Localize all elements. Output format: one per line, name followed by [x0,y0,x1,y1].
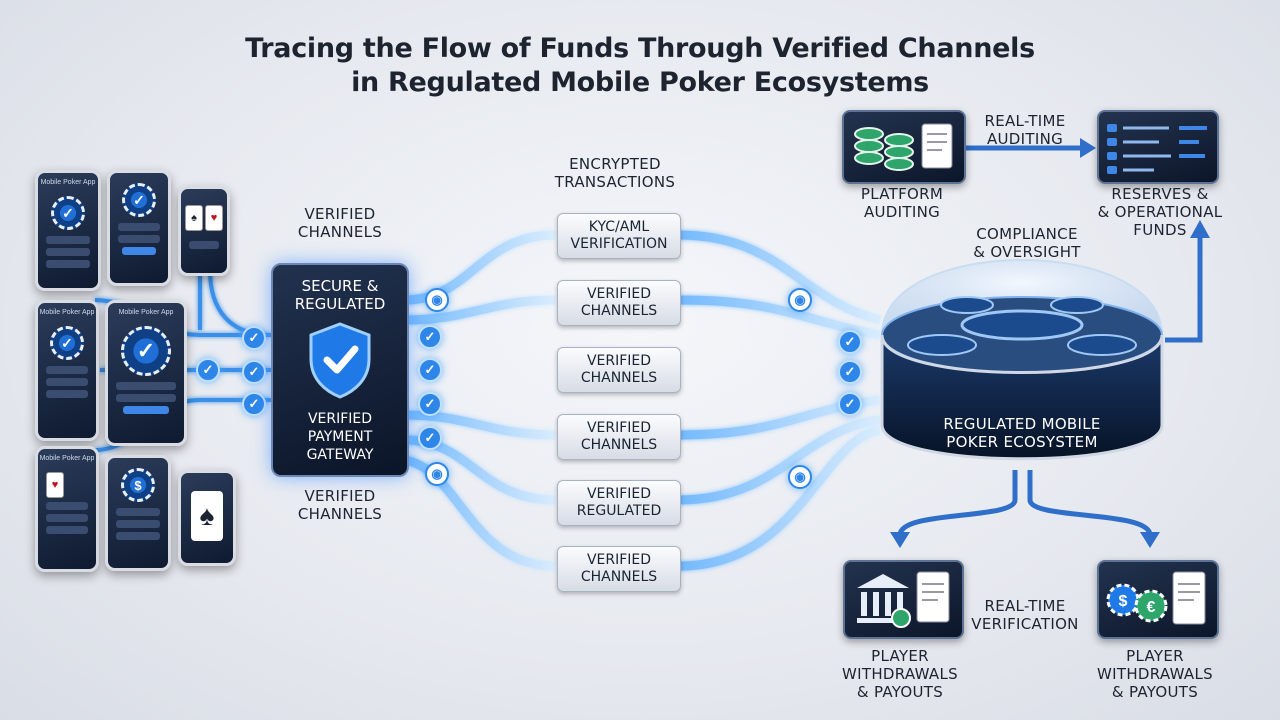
shield-check-icon [309,322,371,399]
phone-app-name: Mobile Poker App [118,309,174,316]
bank-payout-tile [843,560,964,639]
chips-payout-tile: $ € [1097,560,1219,639]
check-chip-icon: ✓ [122,183,156,217]
phone-5: Mobile Poker App ✓ [105,300,187,446]
check-chip-icon: ✓ [121,326,171,376]
chip-icon: ◉ [425,462,449,486]
phone-1: Mobile Poker App ✓ [35,170,101,291]
check-chip-icon: ✓ [50,326,84,360]
check-badge-icon: ✓ [418,392,442,416]
chip-icon: ◉ [788,465,812,489]
label-reserves: RESERVES && OPERATIONAL FUNDS [1097,185,1223,239]
ecosystem-dome-graphic [880,259,1164,461]
svg-text:€: € [1147,599,1156,616]
check-badge-icon: ✓ [242,392,266,416]
phone-3: ♠ ♥ [178,186,230,276]
svg-text:$: $ [1119,593,1128,610]
check-chip-icon: ✓ [51,196,85,230]
phone-app-name: Mobile Poker App [40,179,96,186]
chip-icon: ◉ [788,288,812,312]
heart-card-icon: ♥ [205,205,223,231]
dollar-chip-icon: $ [121,468,155,502]
phone-app-name: Mobile Poker App [39,455,95,462]
phone-7: $ [105,455,171,571]
phone-app-name: Mobile Poker App [39,309,95,316]
check-badge-icon: ✓ [196,358,220,382]
title-line-1: Tracing the Flow of Funds Through Verifi… [245,33,1035,64]
check-badge-icon: ✓ [242,360,266,384]
phone-4: Mobile Poker App ✓ [35,300,99,441]
title-line-2: in Regulated Mobile Poker Ecosystems [351,67,929,98]
heart-card-icon: ♥ [46,472,64,498]
reserves-dashboard-tile [1097,110,1219,184]
check-badge-icon: ✓ [418,325,442,349]
gateway-top-label: SECURE &REGULATED [294,277,386,313]
phone-6: Mobile Poker App ♥ [35,446,99,572]
chip-icon: ◉ [425,288,449,312]
bank-document-icon [857,571,950,628]
check-badge-icon: ✓ [838,330,862,354]
arrow-heads [890,138,1210,548]
phone-8: ♠ [178,470,236,566]
chips-document-icon [854,123,953,171]
diagram-title: Tracing the Flow of Funds Through Verifi… [0,32,1280,100]
ace-spade-card-icon: ♠ [191,491,223,541]
output-arrows [897,145,1203,536]
dashboard-icon [1107,124,1207,174]
phone-2: ✓ [107,170,171,286]
label-compliance: COMPLIANCE& OVERSIGHT [973,225,1081,261]
check-badge-icon: ✓ [418,358,442,382]
check-badge-icon: ✓ [418,426,442,450]
check-badge-icon: ✓ [838,360,862,384]
platform-auditing-tile [842,110,966,184]
check-badge-icon: ✓ [838,392,862,416]
spade-card-icon: ♠ [185,205,203,231]
check-badge-icon: ✓ [242,326,266,350]
currency-chips-document-icon: $ € [1106,571,1206,625]
